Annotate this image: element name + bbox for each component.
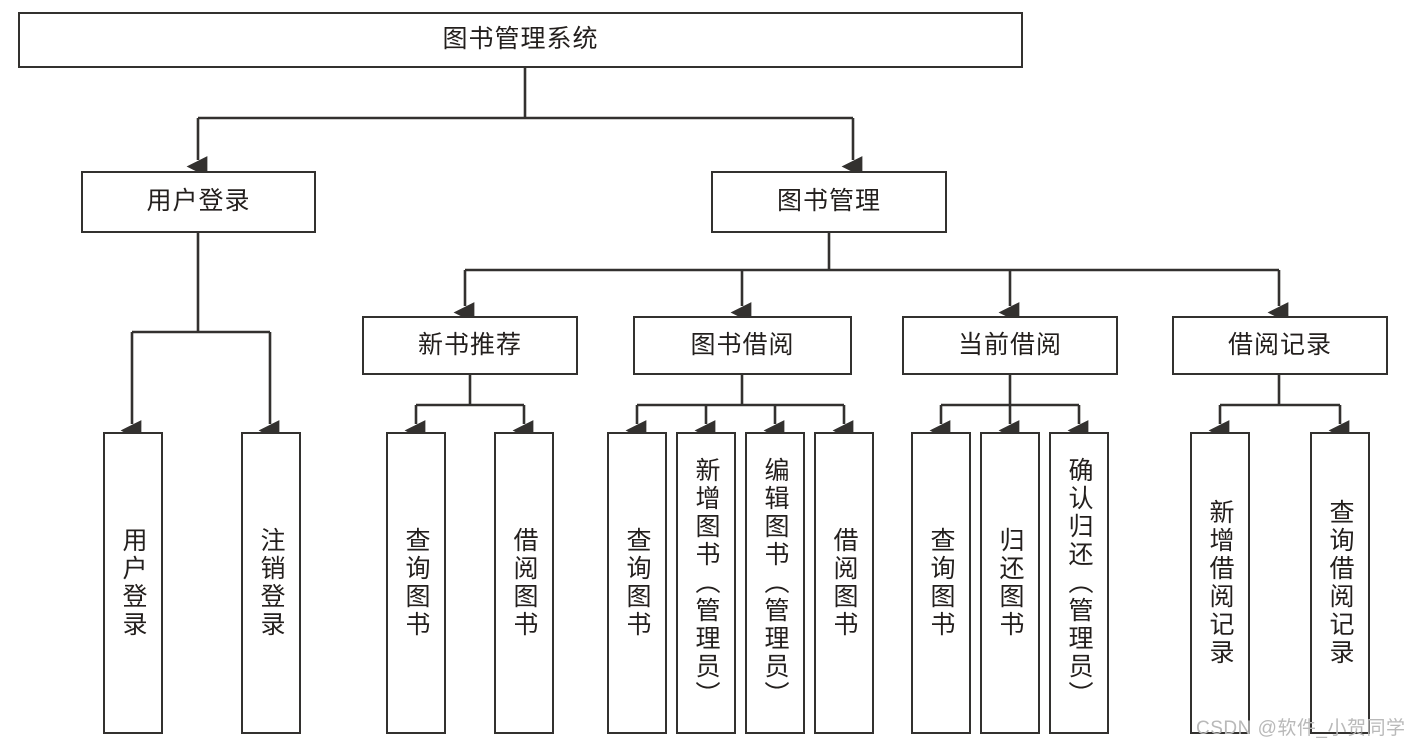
node-root-label: 图书管理系统 [442, 25, 599, 54]
node-borrowing-records[interactable]: 借阅记录 [1172, 316, 1388, 375]
node-leaf-user-login[interactable]: 用户登录 [103, 432, 163, 734]
node-leaf-add-borrow-record[interactable]: 新增借阅记录 [1190, 432, 1250, 734]
node-leaf-return-books-label: 归还图书 [996, 527, 1024, 639]
node-leaf-user-login-label: 用户登录 [119, 527, 147, 639]
node-book-management[interactable]: 图书管理 [711, 171, 947, 233]
node-leaf-query-books-current-label: 查询图书 [927, 527, 955, 639]
node-leaf-add-book-admin[interactable]: 新增图书（管理员） [676, 432, 736, 734]
node-book-borrowing[interactable]: 图书借阅 [633, 316, 852, 375]
node-new-book-recommendation-label: 新书推荐 [417, 330, 522, 359]
node-leaf-query-books-recommend[interactable]: 查询图书 [386, 432, 446, 734]
node-leaf-add-borrow-record-label: 新增借阅记录 [1206, 499, 1234, 667]
node-leaf-borrow-books[interactable]: 借阅图书 [814, 432, 874, 734]
node-new-book-recommendation[interactable]: 新书推荐 [362, 316, 578, 375]
node-leaf-logout[interactable]: 注销登录 [241, 432, 301, 734]
node-leaf-query-books-recommend-label: 查询图书 [402, 527, 430, 639]
node-book-borrowing-label: 图书借阅 [690, 330, 795, 359]
node-current-borrowing[interactable]: 当前借阅 [902, 316, 1118, 375]
node-leaf-query-books-borrow-label: 查询图书 [623, 527, 651, 639]
node-root-system[interactable]: 图书管理系统 [18, 12, 1023, 68]
node-leaf-logout-label: 注销登录 [257, 527, 285, 639]
watermark-csdn: CSDN @软件_小贺同学 [1196, 718, 1405, 739]
node-current-borrowing-label: 当前借阅 [957, 330, 1062, 359]
node-leaf-edit-book-admin-label: 编辑图书（管理员） [761, 457, 789, 709]
node-leaf-add-book-admin-label: 新增图书（管理员） [692, 457, 720, 709]
node-leaf-query-books-borrow[interactable]: 查询图书 [607, 432, 667, 734]
node-leaf-borrow-books-label: 借阅图书 [830, 527, 858, 639]
node-borrowing-records-label: 借阅记录 [1227, 330, 1332, 359]
node-leaf-confirm-return-admin[interactable]: 确认归还（管理员） [1049, 432, 1109, 734]
node-book-management-label: 图书管理 [776, 187, 881, 216]
node-user-login-label: 用户登录 [146, 187, 251, 216]
node-leaf-borrow-books-recommend[interactable]: 借阅图书 [494, 432, 554, 734]
node-leaf-confirm-return-admin-label: 确认归还（管理员） [1065, 457, 1093, 709]
node-leaf-query-books-current[interactable]: 查询图书 [911, 432, 971, 734]
node-leaf-edit-book-admin[interactable]: 编辑图书（管理员） [745, 432, 805, 734]
node-leaf-query-borrow-record[interactable]: 查询借阅记录 [1310, 432, 1370, 734]
node-leaf-return-books[interactable]: 归还图书 [980, 432, 1040, 734]
node-leaf-borrow-books-recommend-label: 借阅图书 [510, 527, 538, 639]
node-user-login[interactable]: 用户登录 [81, 171, 316, 233]
node-leaf-query-borrow-record-label: 查询借阅记录 [1326, 499, 1354, 667]
